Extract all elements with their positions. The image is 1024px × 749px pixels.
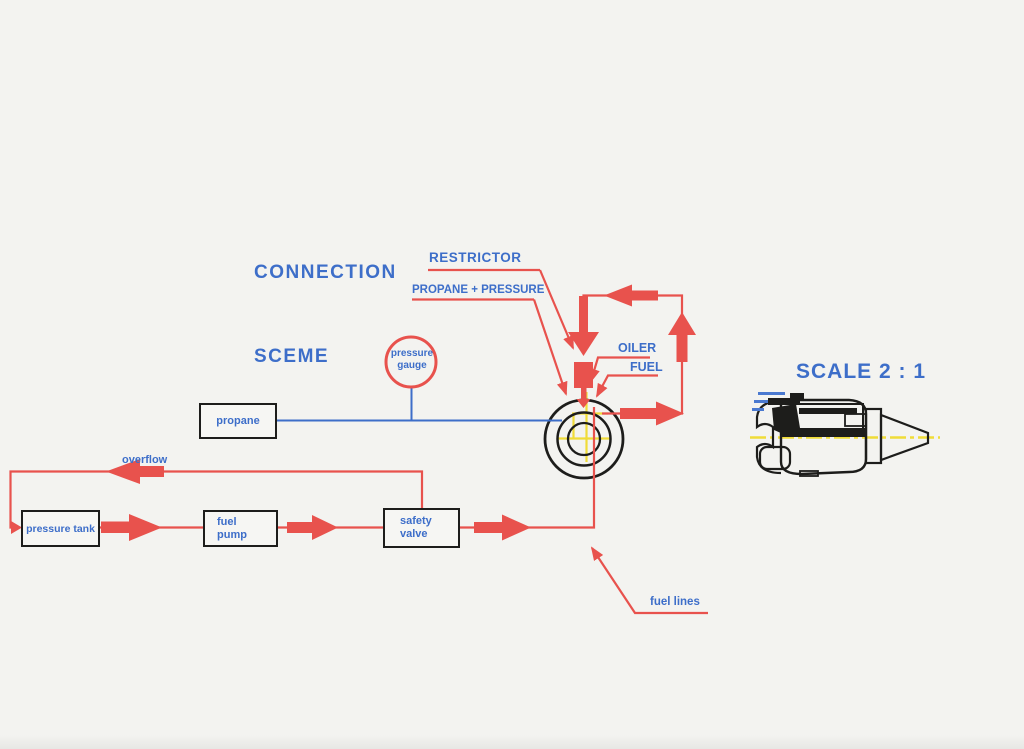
pressure-gauge-label: pressure gauge <box>386 348 438 371</box>
oiler-leader <box>589 356 650 383</box>
callout-oiler: OILER <box>618 341 657 355</box>
callout-fuel-lines: fuel lines <box>650 596 700 608</box>
pressure-gauge-circle <box>384 335 438 389</box>
callout-leaders <box>412 268 708 615</box>
title-line-2: SCEME <box>254 346 330 367</box>
flow-arrows <box>11 284 696 541</box>
pressure-tank-box: pressure tank <box>21 510 100 547</box>
side-view-annotation-marks <box>752 392 785 411</box>
gauge-line-1: pressure <box>390 348 434 359</box>
fuel-pump-label-line1: fuel <box>217 515 237 528</box>
propane-box-label: propane <box>216 415 260 427</box>
safety-valve-label-line2: valve <box>400 528 428 540</box>
title-line-1: CONNECTION <box>254 262 397 283</box>
callout-propane-pressure: PROPANE + PRESSURE <box>412 284 545 296</box>
callout-restrictor: RESTRICTOR <box>429 250 522 265</box>
propane-line <box>277 387 562 422</box>
restrictor-leader <box>538 269 575 350</box>
callout-fuel: FUEL <box>630 360 663 374</box>
fuel-leader <box>596 374 658 398</box>
fuel-pump-box: fuel pump <box>203 510 278 547</box>
page-title: CONNECTION SCEME <box>254 203 397 427</box>
safety-valve-box: safety valve <box>383 508 460 548</box>
pressure-tank-label: pressure tank <box>26 522 95 535</box>
propane-pressure-leader <box>532 299 568 396</box>
restrictor-feed-shaft <box>579 296 588 333</box>
safety-valve-label-line1: safety <box>400 515 432 527</box>
gauge-line-2: gauge <box>397 359 427 371</box>
fuel-lines-leader <box>590 546 708 615</box>
propane-box: propane <box>199 403 277 439</box>
fuel-pump-label-line2: pump <box>217 528 247 541</box>
callout-overflow: overflow <box>122 454 168 466</box>
scale-label: SCALE 2 : 1 <box>796 360 927 383</box>
restrictor-block <box>574 362 593 388</box>
engine-side-view <box>750 392 940 477</box>
